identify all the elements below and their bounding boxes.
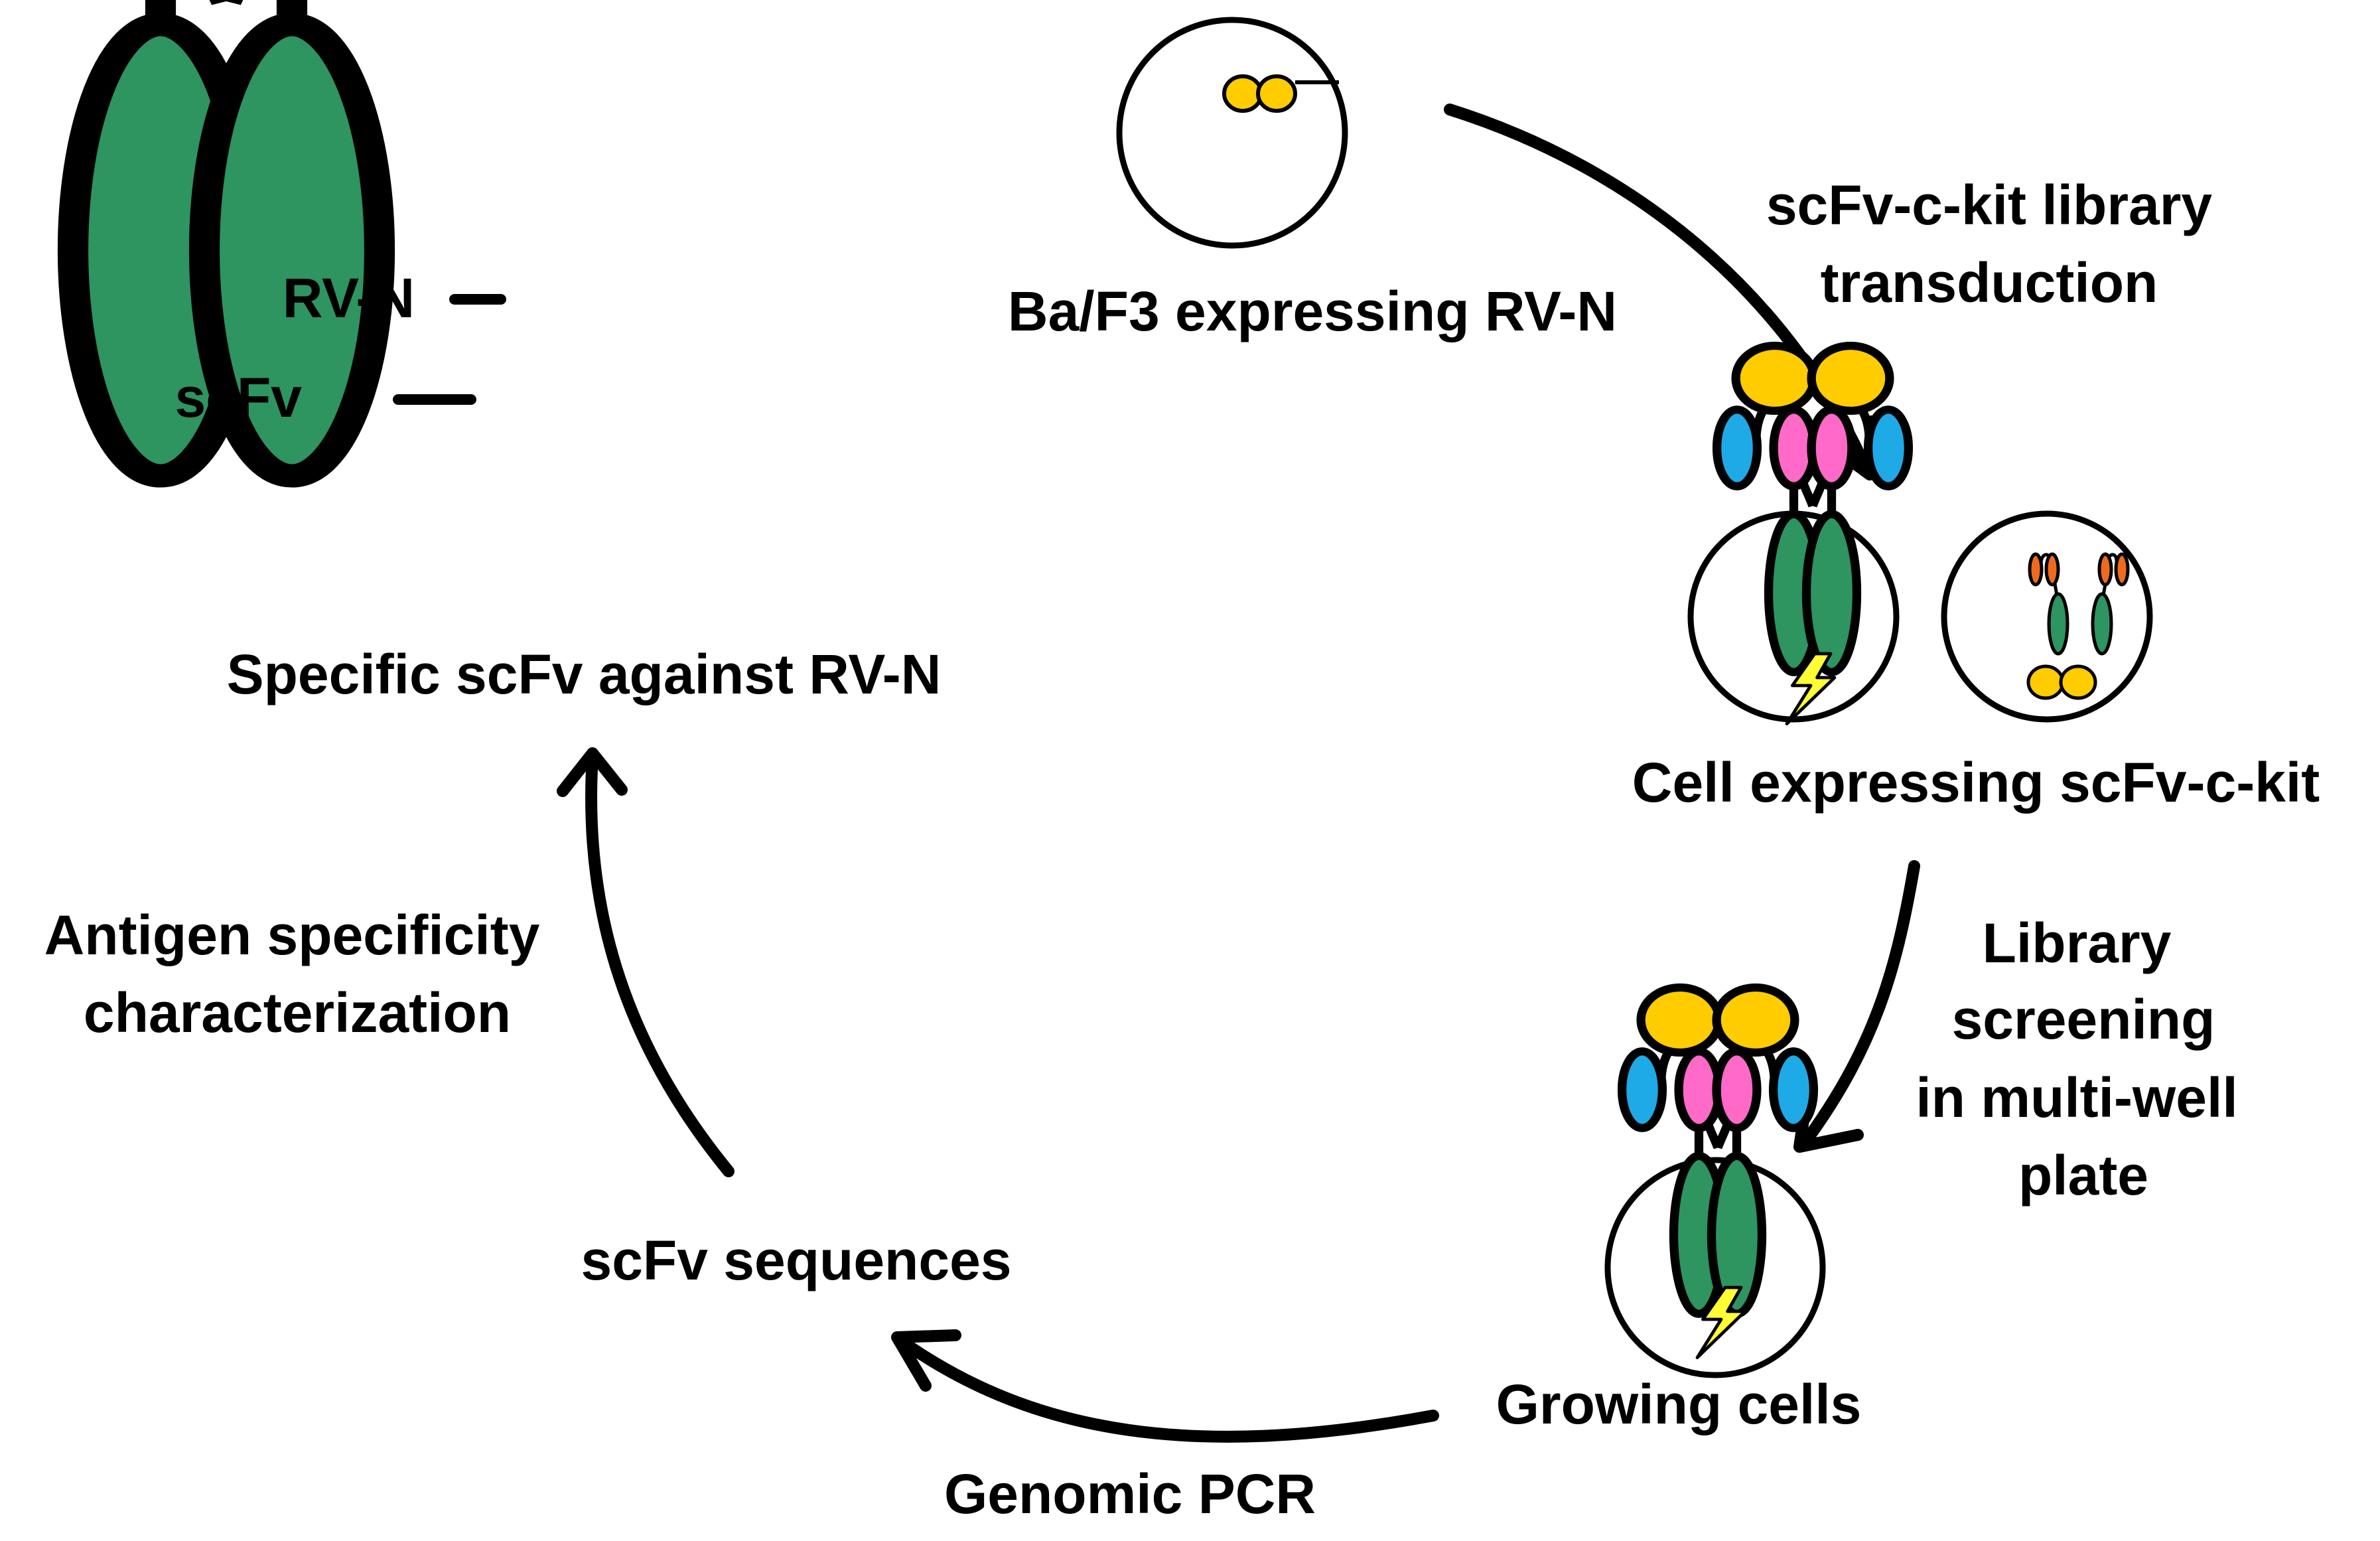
growing-cells-label: Growing cells	[1496, 1373, 1862, 1435]
transduction-label-line2: transduction	[1821, 252, 2158, 314]
cell-with-scfv-ckit	[1687, 346, 1908, 724]
genomic-pcr-label: Genomic PCR	[944, 1463, 1316, 1525]
screening-label-line1: Library	[1983, 912, 2172, 974]
antigen-specificity-label-line2: characterization	[84, 982, 511, 1044]
screening-label-line3: in multi-well	[1916, 1066, 2237, 1129]
rv-n-antigen	[1222, 74, 1339, 113]
unbound-receptor	[2026, 552, 2130, 700]
screening-label-line2: screening	[1952, 988, 2215, 1051]
screening-label-line4: plate	[2018, 1144, 2148, 1207]
antigen-specificity-label-line1: Antigen specificity	[44, 904, 540, 966]
cell-expressing-label: Cell expressing scFv-c-kit	[1632, 751, 2320, 814]
specific-scfv-molecule	[0, 0, 559, 476]
arrow-screening	[1793, 860, 1920, 1153]
legend-scfv-label: scFv	[175, 366, 303, 429]
cell-with-unbound-receptor	[1941, 510, 2153, 723]
legend-rv-n-label: RV-N	[283, 267, 415, 329]
growing-cell	[1604, 988, 1826, 1378]
ba-f3-cell	[1116, 17, 1348, 249]
transduction-label-line1: scFv-c-kit library	[1766, 174, 2213, 236]
specific-scfv-label: Specific scFv against RV-N	[227, 643, 942, 705]
ba-f3-label: Ba/F3 expressing RV-N	[1008, 280, 1617, 342]
arrow-characterization	[557, 747, 735, 1177]
arrow-genomic-pcr	[891, 1329, 1439, 1443]
scfv-sequences-label: scFv sequences	[581, 1229, 1011, 1291]
